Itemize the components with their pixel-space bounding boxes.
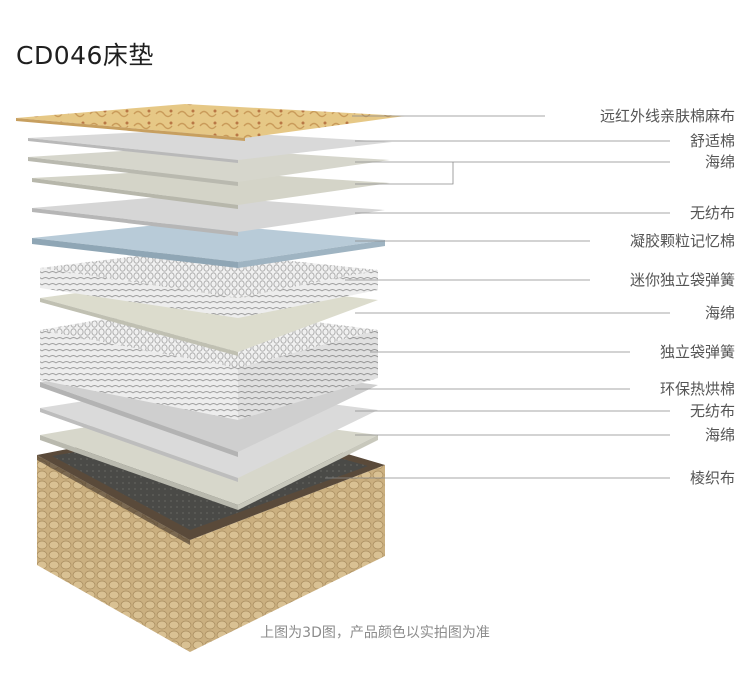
label-woven-base: 棱织布 bbox=[690, 469, 735, 487]
label-quilted-fabric: 远红外线亲肤棉麻布 bbox=[600, 107, 735, 125]
layer-labels: 远红外线亲肤棉麻布 舒适棉 海绵 无纺布 凝胶颗粒记忆棉 迷你独立袋弹簧 海绵 … bbox=[600, 107, 735, 487]
layer-mini-pocket-springs bbox=[40, 250, 378, 318]
label-mini-pocket-springs: 迷你独立袋弹簧 bbox=[630, 271, 735, 289]
page-title: CD046床垫 bbox=[16, 41, 154, 70]
label-soft-cotton: 舒适棉 bbox=[690, 132, 735, 150]
layer-foam-1 bbox=[32, 170, 390, 209]
layer-nonwoven-1 bbox=[32, 195, 385, 236]
image-caption: 上图为3D图，产品颜色以实拍图为准 bbox=[260, 625, 490, 641]
layer-comfort-foam bbox=[28, 147, 390, 186]
leader-lines bbox=[325, 115, 670, 479]
label-foam-bottom: 海绵 bbox=[705, 426, 735, 444]
base-shading bbox=[37, 455, 190, 545]
base-left-side bbox=[37, 455, 190, 652]
label-foam-top: 海绵 bbox=[705, 153, 735, 171]
label-pocket-springs: 独立袋弹簧 bbox=[660, 343, 735, 361]
label-nonwoven-1: 无纺布 bbox=[690, 204, 735, 222]
label-foam-middle: 海绵 bbox=[705, 304, 735, 322]
layer-gel-memory-foam bbox=[32, 222, 385, 268]
base-right-side bbox=[190, 465, 385, 652]
layer-soft-cotton bbox=[28, 130, 392, 163]
label-nonwoven-2: 无纺布 bbox=[690, 402, 735, 420]
label-hot-air-cotton: 环保热烘棉 bbox=[660, 380, 735, 398]
label-gel-memory-foam: 凝胶颗粒记忆棉 bbox=[630, 232, 735, 250]
layer-quilted-fabric bbox=[16, 104, 405, 141]
